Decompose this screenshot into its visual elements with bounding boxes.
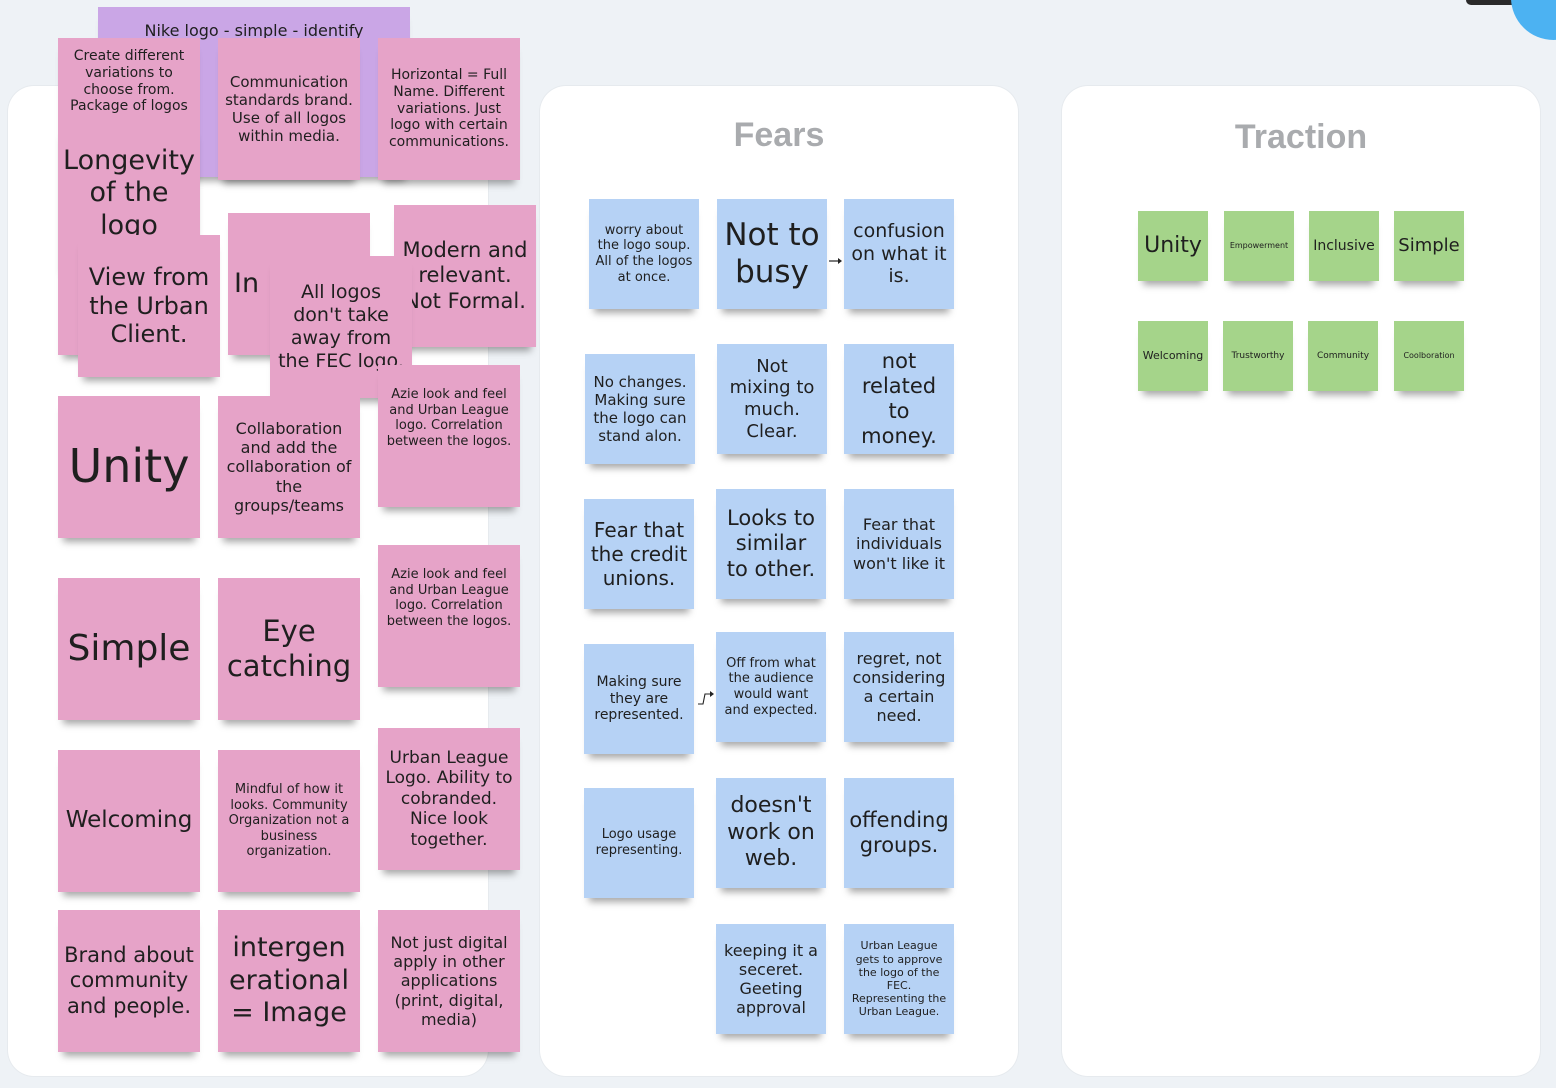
sticky-note-text: Trustworthy xyxy=(1231,350,1285,361)
sticky-note[interactable]: Empowerment xyxy=(1224,211,1294,281)
sticky-note-text: In xyxy=(234,267,260,299)
connector-arrow[interactable] xyxy=(828,255,844,267)
sticky-note-text: Logo usage representing. xyxy=(595,827,683,858)
sticky-note-text: Modern and relevant. Not Formal. xyxy=(402,238,528,313)
sticky-note[interactable]: Not mixing to much. Clear. xyxy=(717,344,827,454)
sticky-note-text: Not mixing to much. Clear. xyxy=(729,355,815,442)
sticky-note[interactable]: Not to busy xyxy=(717,199,827,309)
sticky-note[interactable]: Welcoming xyxy=(1138,321,1208,391)
sticky-note[interactable]: offending groups. xyxy=(844,778,954,888)
collaborator-avatar[interactable] xyxy=(1511,0,1556,40)
sticky-note-text: Fear that the credit unions. xyxy=(590,518,688,590)
connector-arrow[interactable] xyxy=(696,688,716,706)
sticky-note-text: Create different variations to choose fr… xyxy=(70,48,188,115)
sticky-note[interactable]: No changes. Making sure the logo can sta… xyxy=(585,354,695,464)
sticky-note-text: Eye catching xyxy=(226,614,352,683)
sticky-note[interactable]: Urban League Logo. Ability to cobranded.… xyxy=(378,728,520,870)
sticky-note-text: Simple xyxy=(1398,235,1460,257)
sticky-note[interactable]: worry about the logo soup. All of the lo… xyxy=(589,199,699,309)
sticky-note-text: worry about the logo soup. All of the lo… xyxy=(595,222,693,285)
sticky-note-text: Welcoming xyxy=(1142,349,1204,363)
sticky-note[interactable]: Modern and relevant. Not Formal. xyxy=(394,205,536,347)
sticky-note[interactable]: Mindful of how it looks. Community Organ… xyxy=(218,750,360,892)
sticky-note-text: Urban League Logo. Ability to cobranded.… xyxy=(385,748,513,850)
sticky-note[interactable]: Urban League gets to approve the logo of… xyxy=(844,924,954,1034)
sticky-note[interactable]: Fear that individuals won't like it xyxy=(844,489,954,599)
sticky-note[interactable]: View from the Urban Client. xyxy=(78,235,220,377)
sticky-note-text: Coolboration xyxy=(1403,351,1455,361)
sticky-note[interactable]: Eye catching xyxy=(218,578,360,720)
sticky-note[interactable]: Coolboration xyxy=(1394,321,1464,391)
sticky-note-text: doesn't work on web. xyxy=(727,793,815,872)
sticky-note-text: Empowerment xyxy=(1229,241,1289,251)
sticky-note[interactable]: Community xyxy=(1308,321,1378,391)
sticky-note[interactable]: Azie look and feel and Urban League logo… xyxy=(378,545,520,687)
sticky-note-text: Not just digital apply in other applicat… xyxy=(390,933,508,1029)
sticky-note-text: Collaboration and add the collaboration … xyxy=(226,419,352,515)
sticky-note-text: Nike logo - simple - identify xyxy=(144,21,364,40)
sticky-note[interactable]: not related to money. xyxy=(844,344,954,454)
sticky-note[interactable]: confusion on what it is. xyxy=(844,199,954,309)
sticky-note-text: Communication standards brand. Use of al… xyxy=(225,73,353,145)
sticky-note[interactable]: Communication standards brand. Use of al… xyxy=(218,38,360,180)
sticky-note-text: Unity xyxy=(68,439,190,494)
sticky-note-text: Looks to similar to other. xyxy=(726,506,816,581)
sticky-note[interactable]: Brand about community and people. xyxy=(58,910,200,1052)
sticky-note[interactable]: Trustworthy xyxy=(1223,321,1293,391)
sticky-note-text: confusion on what it is. xyxy=(851,219,947,288)
sticky-note[interactable]: Logo usage representing. xyxy=(584,788,694,898)
sticky-note[interactable]: Looks to similar to other. xyxy=(716,489,826,599)
frame-traction: Traction xyxy=(1062,86,1540,1076)
sticky-note[interactable]: Unity xyxy=(58,396,200,538)
sticky-note[interactable]: Azie look and feel and Urban League logo… xyxy=(378,365,520,507)
sticky-note[interactable]: intergen erational = Image xyxy=(218,910,360,1052)
sticky-note-text: Urban League gets to approve the logo of… xyxy=(851,939,947,1019)
sticky-note-text: No changes. Making sure the logo can sta… xyxy=(593,373,687,445)
sticky-note-text: Horizontal = Full Name. Different variat… xyxy=(388,67,509,151)
sticky-note-text: regret, not considering a certain need. xyxy=(852,648,946,726)
sticky-note-text: Making sure they are represented. xyxy=(594,673,684,724)
sticky-note-text: offending groups. xyxy=(849,807,949,857)
sticky-note[interactable]: doesn't work on web. xyxy=(716,778,826,888)
sticky-note[interactable]: regret, not considering a certain need. xyxy=(844,632,954,742)
sticky-note-text: Mindful of how it looks. Community Organ… xyxy=(228,782,350,860)
sticky-note-text: Fear that individuals won't like it xyxy=(852,515,945,573)
sticky-note-text: Brand about community and people. xyxy=(64,943,194,1018)
sticky-note[interactable]: Collaboration and add the collaboration … xyxy=(218,396,360,538)
sticky-note[interactable]: Off from what the audience would want an… xyxy=(716,632,826,742)
sticky-note-text: Community xyxy=(1316,350,1370,361)
sticky-note-text: Welcoming xyxy=(65,807,193,834)
sticky-note[interactable]: Welcoming xyxy=(58,750,200,892)
sticky-note[interactable]: Simple xyxy=(58,578,200,720)
sticky-note-text: All logos don't take away from the FEC l… xyxy=(278,281,404,372)
sticky-note-text: Off from what the audience would want an… xyxy=(724,655,818,718)
sticky-note[interactable]: Horizontal = Full Name. Different variat… xyxy=(378,38,520,180)
sticky-note-text: not related to money. xyxy=(861,348,937,449)
frame-title-traction: Traction xyxy=(1234,118,1368,156)
sticky-note-text: Not to busy xyxy=(724,216,820,290)
sticky-note[interactable]: Unity xyxy=(1138,211,1208,281)
sticky-note-text: Azie look and feel and Urban League logo… xyxy=(386,387,512,449)
sticky-note[interactable]: Making sure they are represented. xyxy=(584,644,694,754)
sticky-note-text: Unity xyxy=(1144,232,1202,258)
sticky-note[interactable]: Simple xyxy=(1394,211,1464,281)
sticky-note[interactable]: Inclusive xyxy=(1309,211,1379,281)
sticky-note-text: intergen erational = Image xyxy=(228,932,350,1029)
sticky-note-text: Azie look and feel and Urban League logo… xyxy=(386,567,512,629)
sticky-note[interactable]: Fear that the credit unions. xyxy=(584,499,694,609)
frame-title-fears: Fears xyxy=(733,116,825,154)
sticky-note[interactable]: Not just digital apply in other applicat… xyxy=(378,910,520,1052)
sticky-note-text: View from the Urban Client. xyxy=(88,262,210,349)
sticky-note-text: Simple xyxy=(67,628,191,670)
sticky-note-text: Inclusive xyxy=(1313,237,1375,254)
sticky-note-text: Longevity of the logo xyxy=(63,145,195,241)
sticky-note[interactable]: keeping it a seceret. Geeting approval xyxy=(716,924,826,1034)
sticky-note-text: keeping it a seceret. Geeting approval xyxy=(724,940,818,1018)
